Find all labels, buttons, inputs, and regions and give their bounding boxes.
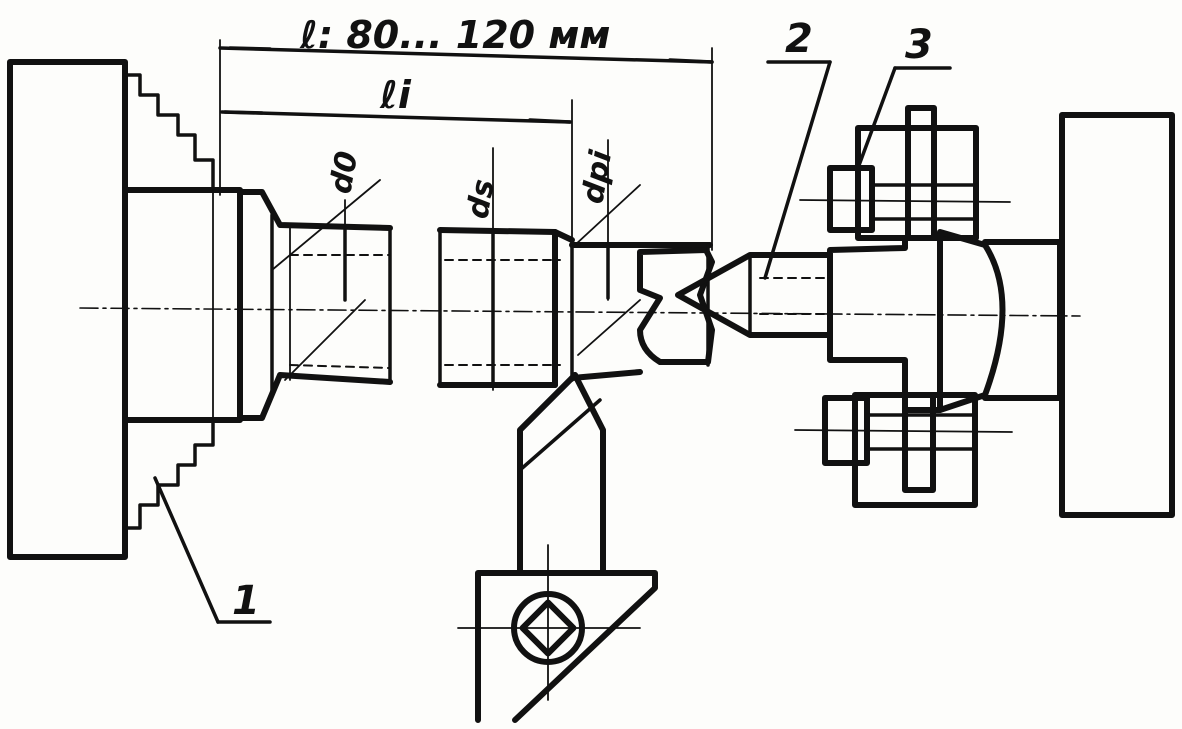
upper-bolt-axis [799,199,1011,203]
callout-2-leader [763,60,832,280]
callout-3-leader [856,66,897,170]
callout-1-label: 1 [232,578,260,624]
tool-shank-right [572,372,606,573]
d0-label: d0 [323,149,365,197]
dimension-lines [218,39,714,251]
collar-top-chamfer [552,229,575,243]
arrow-left-partial [223,110,264,115]
upper-flange [855,125,979,241]
lower-bolt-slot [902,392,936,493]
arrow-left-total [228,46,272,51]
center-cone [675,252,833,338]
tool-shank [517,372,578,573]
central-hub [827,235,943,413]
workpiece [237,99,715,421]
cutting-tool [457,372,658,723]
partial-length-dimension [220,110,572,124]
tool-edge [518,398,602,472]
clamp-bolt-circle [511,591,585,665]
d0-leader-lower [284,299,366,381]
dpi-label: dpi [575,147,619,206]
live-center [675,252,833,338]
ds-label: ds [460,177,501,222]
shaft-top-edge [437,227,558,235]
tool-holder [475,570,658,723]
workpiece-flare-bottom [237,372,393,421]
lower-bolt-axis [794,429,1013,433]
callout-3-label: 3 [905,22,933,68]
callout-2-label: 2 [785,16,813,62]
tail-bottom-edge [569,369,643,381]
upper-bolt-head [827,165,875,233]
dpi-leader-lower [577,299,641,356]
arrow-right-partial [528,118,572,124]
upper-jaw [123,73,215,192]
dpi-leader-upper [574,184,641,246]
chuck-assembly [7,59,243,560]
tail-end-section [637,247,715,365]
spindle-face [7,59,128,560]
arrow-right-total [668,58,714,64]
adapter-assembly [794,105,1175,518]
chuck-body [122,187,243,423]
hidden-line-lower-left [289,364,391,369]
total-length-dimension [218,46,714,64]
workpiece-flare-top [237,189,393,231]
total-length-label: ℓ: 80... 120 мм [299,13,610,57]
lower-jaw [123,418,215,530]
d0-leader-upper [271,179,381,271]
main-axis-centerline [79,307,1081,317]
callout-1-leader [153,476,220,624]
clamp-bolt-square [519,599,577,657]
hub-flange [937,229,1006,413]
partial-length-label: ℓi [379,73,412,117]
tailstock-quill [1059,112,1175,518]
